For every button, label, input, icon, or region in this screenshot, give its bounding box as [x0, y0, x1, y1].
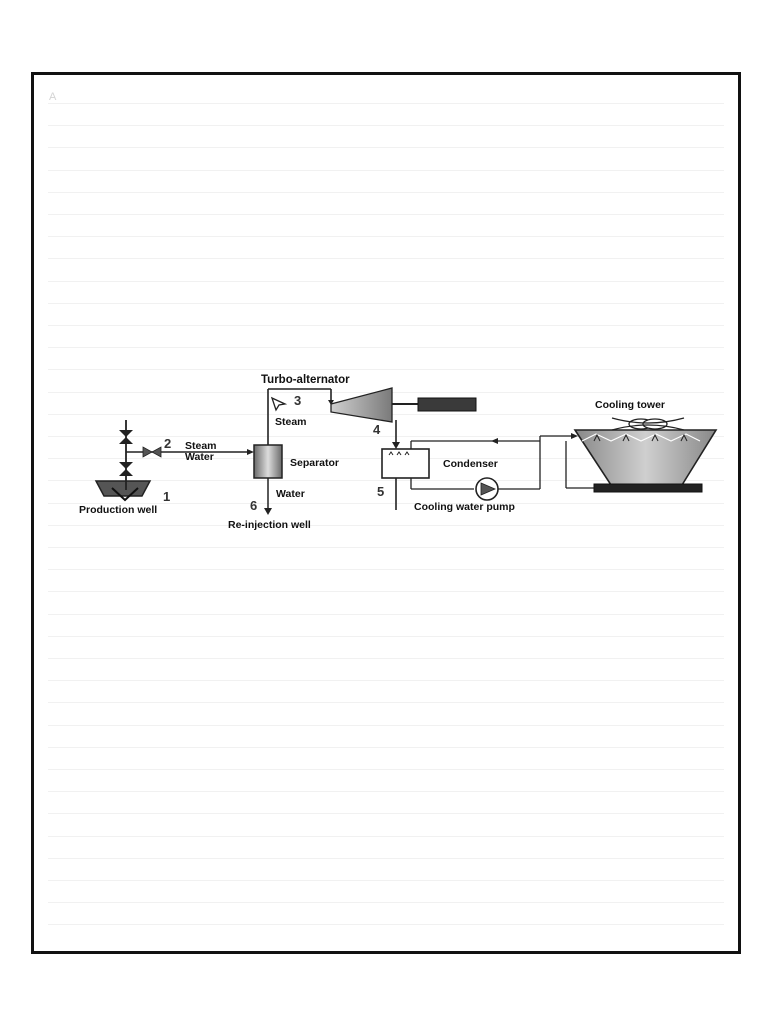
generator [417, 397, 477, 412]
steam-top-label: Steam [275, 416, 307, 428]
reinjection-well-label: Re-injection well [228, 519, 311, 531]
production-well [94, 480, 152, 502]
water-bottom-label: Water [276, 488, 305, 500]
exhaust-arrow [392, 442, 400, 449]
steam-inlet-arrow [328, 400, 334, 405]
steam-flow-cursor-icon [270, 396, 288, 412]
cooling-tower-label: Cooling tower [595, 399, 665, 411]
state-point-1: 1 [163, 489, 170, 504]
page-mark: A [49, 91, 57, 103]
condenser-spray [388, 451, 410, 456]
pump-arrow-icon [480, 482, 497, 496]
cooling-water-pump-label: Cooling water pump [414, 501, 515, 513]
steam-mid-label: Steam [185, 440, 217, 452]
tower-supply-arrow [571, 433, 578, 439]
state-point-3: 3 [294, 393, 301, 408]
pipe-arrow-separator [247, 449, 254, 455]
cooling-tower [573, 429, 718, 486]
reinjection-arrow [264, 508, 272, 515]
state-point-4: 4 [373, 422, 381, 437]
water-mid-label: Water [185, 451, 214, 463]
production-well-label: Production well [79, 504, 157, 516]
throttle-valve [142, 446, 162, 458]
cooling-tower-basin [593, 483, 703, 493]
separator-label: Separator [290, 457, 339, 469]
condenser-label: Condenser [443, 458, 498, 470]
state-point-5: 5 [377, 484, 384, 499]
turbine [330, 387, 393, 423]
turbo-alternator-label: Turbo-alternator [261, 374, 350, 386]
cooling-tower-fan [611, 417, 685, 431]
wellhead-valve-upper [119, 430, 133, 444]
state-point-6: 6 [250, 498, 257, 513]
tower-return-arrow [491, 438, 498, 444]
wellhead-valve-lower [119, 462, 133, 476]
state-point-2: 2 [164, 436, 171, 451]
separator-vessel [253, 444, 283, 479]
